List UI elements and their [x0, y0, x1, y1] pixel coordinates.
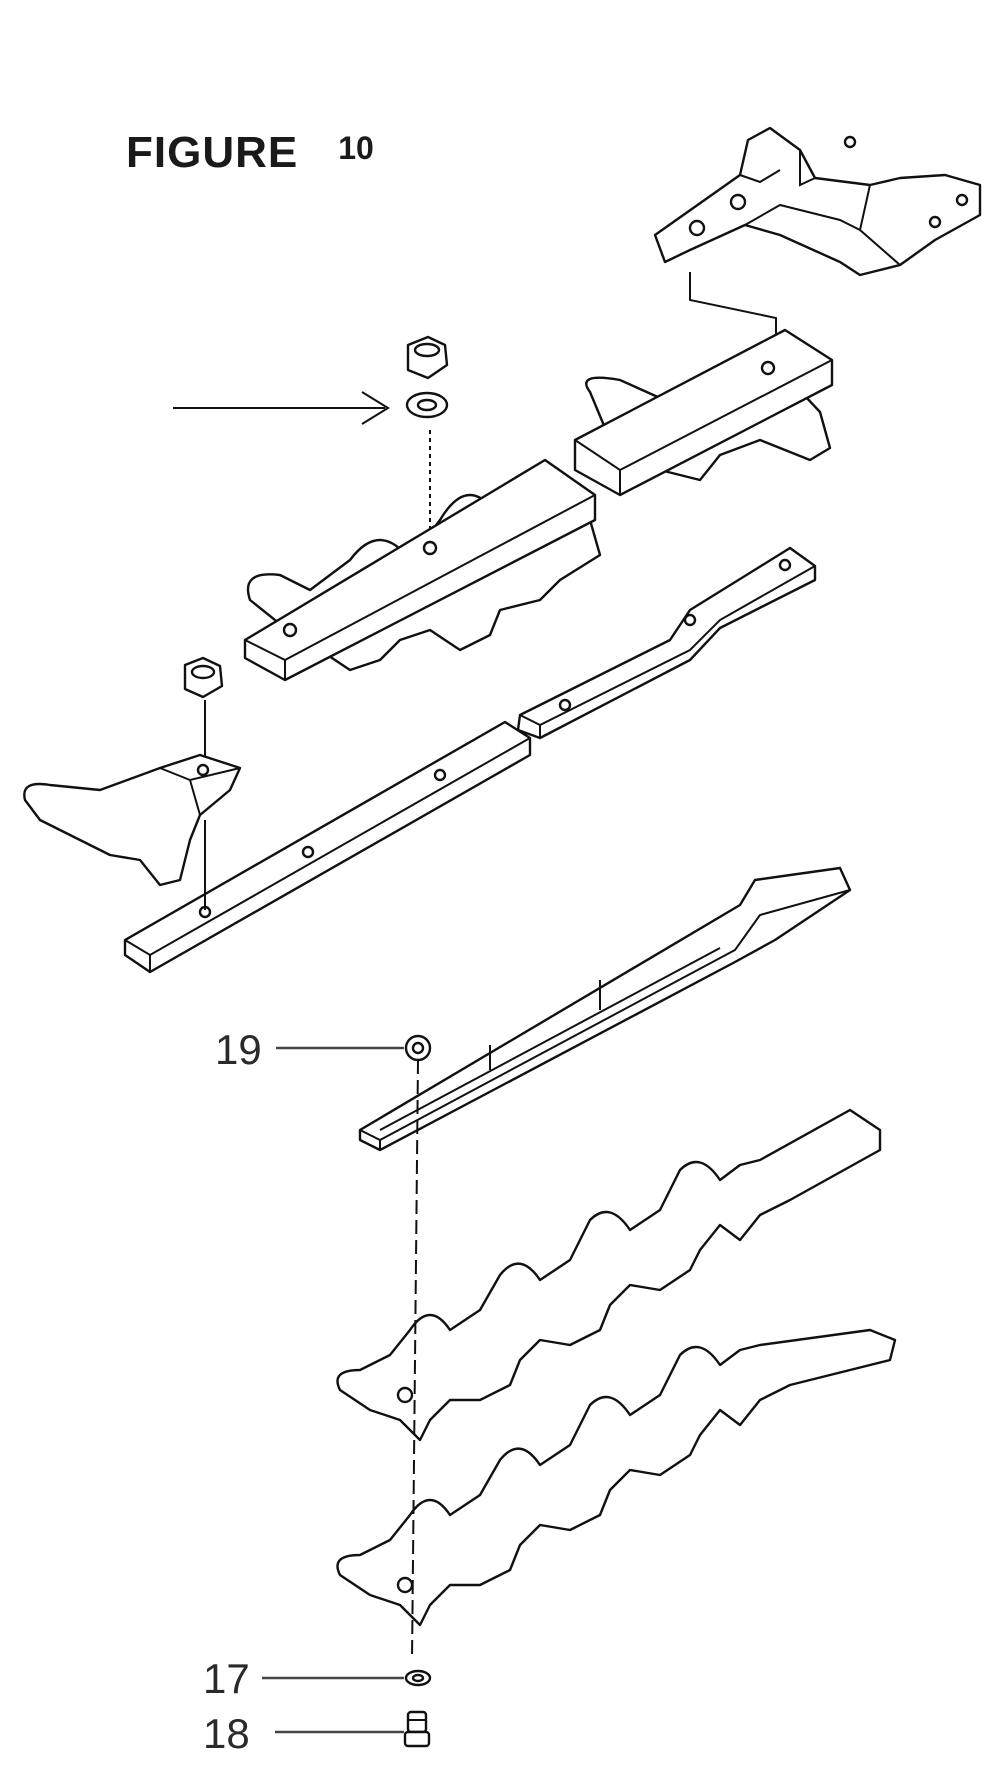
upper-right-cutter-bar [573, 328, 834, 497]
lower-blade [336, 1328, 897, 1627]
upper-blade [336, 1108, 882, 1442]
callout-label-19: 19 [215, 1026, 262, 1073]
callout-label-18: 18 [203, 1710, 250, 1757]
arrow-indicator [173, 391, 390, 425]
figure-number: 10 [338, 130, 374, 166]
part-19-nut [404, 1034, 432, 1062]
callout-label-17: 17 [203, 1655, 250, 1702]
center-bolt-line [411, 1059, 419, 1661]
middle-cutter-bar [243, 458, 602, 682]
hex-nut-left [183, 656, 224, 699]
left-end-tooth-piece [23, 753, 242, 887]
figure-title: FIGURE 10 [126, 128, 374, 178]
part-18-bolt [403, 1710, 431, 1748]
lower-guide-bar [123, 720, 532, 974]
figure-word: FIGURE [126, 128, 299, 177]
mounting-bracket [653, 126, 982, 277]
drive-plate [358, 866, 852, 1152]
right-guide-bar [516, 546, 817, 740]
washer [405, 391, 449, 419]
hex-nut-top [406, 335, 449, 380]
part-17-washer [404, 1669, 432, 1687]
